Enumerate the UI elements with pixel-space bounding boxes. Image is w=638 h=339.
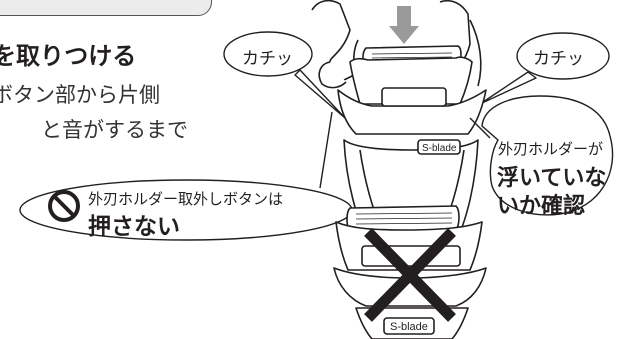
- instruction-line-1: ボタン部から片側: [0, 83, 160, 107]
- no-symbol-icon: [48, 190, 80, 222]
- prohibition-subtext: 外刃ホルダー取外しボタンは: [88, 190, 284, 208]
- warning-main-line-1: 浮いていな: [497, 166, 607, 191]
- brand-label-top: S-blade: [422, 143, 457, 154]
- click-callout-left: [223, 31, 346, 119]
- press-down-arrow-icon: [389, 6, 419, 44]
- cross-mark-icon: [364, 228, 456, 322]
- instruction-title: を取りつける: [0, 42, 137, 70]
- instruction-line-2: と音がするまで: [41, 118, 188, 142]
- warning-main-line-2: いか確認: [497, 194, 586, 219]
- prohibition-bubble: [19, 111, 353, 241]
- warning-bubble: [469, 95, 614, 216]
- prohibition-main-text: 押さない: [88, 214, 180, 240]
- click-callout-right: [479, 32, 610, 105]
- click-sound-left-text: カチッ: [242, 49, 293, 69]
- warning-subtext: 外刃ホルダーが: [498, 140, 604, 158]
- click-sound-right-text: カチッ: [533, 49, 584, 69]
- brand-label-bottom: S-blade: [390, 321, 428, 333]
